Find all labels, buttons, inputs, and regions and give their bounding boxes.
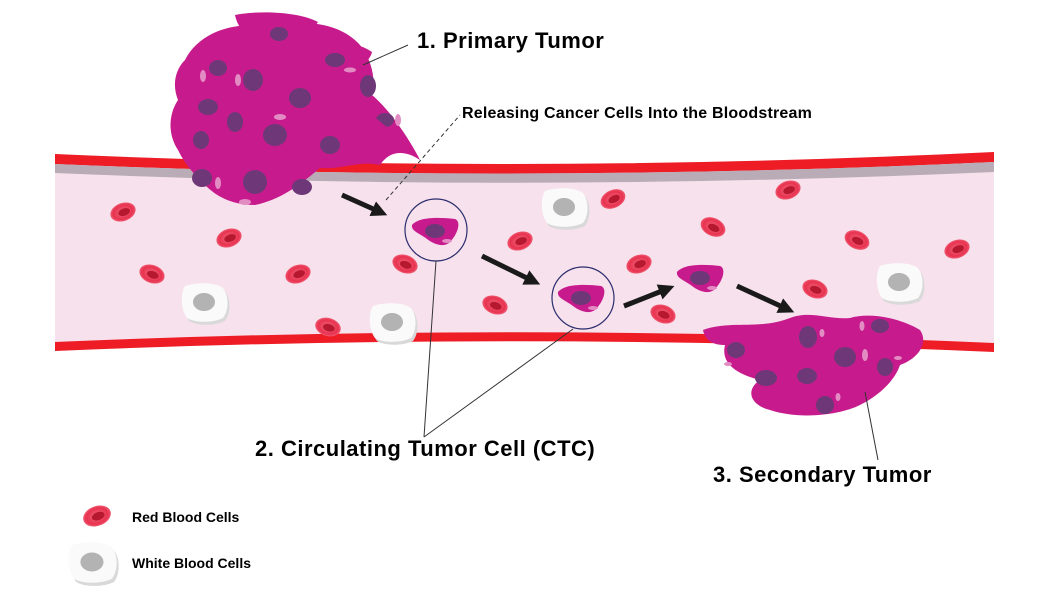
flow-arrows: [340, 192, 795, 313]
legend: [68, 501, 119, 586]
red-blood-cell-icon: [80, 501, 114, 531]
primary-tumor: [170, 12, 420, 206]
legend-white-blood-cells-label: White Blood Cells: [132, 555, 251, 571]
releasing-dashed-line: [385, 114, 461, 201]
ctc-label: 2. Circulating Tumor Cell (CTC): [255, 436, 596, 461]
ctc-2: [551, 266, 615, 330]
secondary-tumor-pointer: [864, 391, 879, 461]
legend-red-blood-cells-label: Red Blood Cells: [132, 509, 240, 525]
primary-tumor-pointer: [362, 44, 409, 66]
primary-tumor-label: 1. Primary Tumor: [417, 28, 605, 53]
secondary-tumor: [703, 314, 924, 416]
secondary-tumor-label: 3. Secondary Tumor: [713, 462, 932, 487]
releasing-label: Releasing Cancer Cells Into the Bloodstr…: [462, 105, 813, 122]
white-blood-cell-icon: [68, 542, 119, 586]
ctc-pointer-lines: [423, 260, 574, 438]
